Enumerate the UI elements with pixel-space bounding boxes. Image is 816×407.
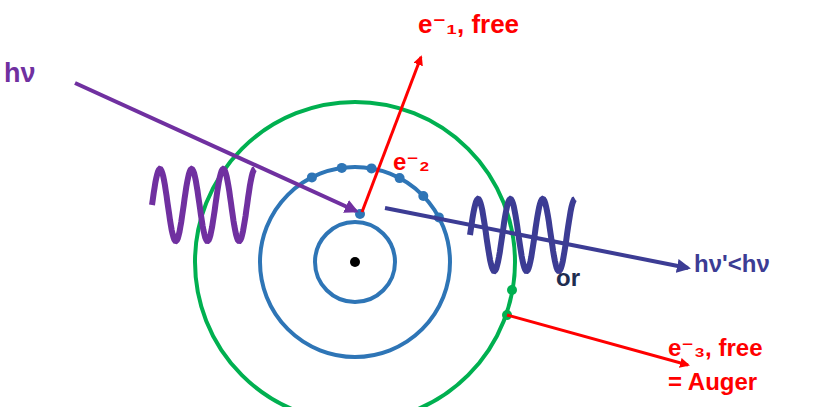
annotation-label: e⁻₃, free xyxy=(668,334,762,362)
electron-dot xyxy=(367,163,377,173)
annotation-label: or xyxy=(556,264,580,292)
inner-shell xyxy=(315,222,395,302)
electron-dot xyxy=(418,191,428,201)
annotation-label: e⁻₂ xyxy=(393,148,430,176)
annotation-label: e⁻₁, free xyxy=(418,10,519,40)
annotation-label: hν xyxy=(4,58,36,89)
photon-wave xyxy=(152,169,255,241)
annotation-label: hν'<hν xyxy=(694,250,770,278)
nucleus xyxy=(350,257,360,267)
electron-arrow xyxy=(362,57,421,212)
electron-dot xyxy=(307,172,317,182)
auger-arrow xyxy=(507,315,688,365)
middle-shell xyxy=(260,167,450,357)
annotation-label: = Auger xyxy=(668,368,757,396)
scattered-photon-wave xyxy=(470,199,575,271)
outer-shell xyxy=(195,102,515,407)
electron-dot xyxy=(337,163,347,173)
electron-dot xyxy=(507,285,517,295)
